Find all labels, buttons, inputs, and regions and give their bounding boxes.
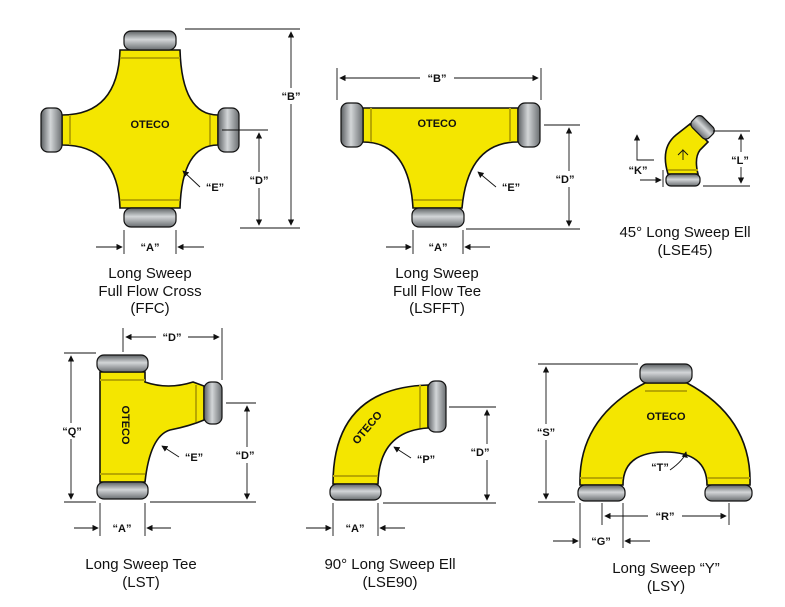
lst-brand-label: OTECO <box>119 405 131 445</box>
lse45-dim-k: “K” <box>629 165 648 177</box>
fitting-lst: OTECO “Q” “D” “D” “E” “A” Long Sweep Tee… <box>57 328 262 591</box>
lsfft-caption-line-2: Full Flow Tee <box>393 283 481 300</box>
lse45-end-bottom <box>665 173 701 187</box>
fitting-lsy: OTECO “S” “T” “R” “G” Long Sweep “Y” (LS… <box>531 363 753 595</box>
lst-dim-e: “E” <box>185 452 203 464</box>
lsfft-caption-line-3: (LSFFT) <box>409 300 465 317</box>
lse90-end-right <box>427 380 447 433</box>
lsfft-brand-label: OTECO <box>417 118 457 130</box>
lsy-dim-t: “T” <box>651 462 669 474</box>
ffc-end-left <box>40 107 63 153</box>
ffc-dim-e: “E” <box>206 182 224 194</box>
lsfft-dim-e: “E” <box>502 182 520 194</box>
lse90-caption-line-1: 90° Long Sweep Ell <box>324 556 455 573</box>
ffc-body <box>61 49 219 209</box>
lsfft-end-bottom <box>411 207 465 228</box>
lse45-caption-line-1: 45° Long Sweep Ell <box>619 224 750 241</box>
fitting-ffc: OTECO “B” “D” “E” “A” Long Sweep Full Fl… <box>40 28 307 317</box>
lsfft-dim-b: “B” <box>428 73 447 85</box>
lsy-caption-line-2: (LSY) <box>647 578 685 595</box>
lst-caption-line-2: (LST) <box>122 574 160 591</box>
lsy-caption-line-1: Long Sweep “Y” <box>612 560 720 577</box>
lse45-body <box>664 122 710 175</box>
lsy-brand-label: OTECO <box>646 411 686 423</box>
lsfft-dim-d: “D” <box>556 174 575 186</box>
lsy-end-left <box>577 484 626 502</box>
ffc-brand-label: OTECO <box>130 119 170 131</box>
fitting-lse45: “K” “L” 45° Long Sweep Ell (LSE45) <box>619 115 756 259</box>
lst-end-bottom <box>96 481 149 500</box>
lsy-end-right <box>704 484 753 502</box>
lse45-caption-line-2: (LSE45) <box>657 242 712 259</box>
ffc-end-bottom <box>123 207 177 228</box>
lse45-end-top <box>690 115 715 140</box>
lsy-dim-g: “G” <box>591 536 611 548</box>
ffc-end-top <box>123 30 177 51</box>
lsy-end-top <box>639 363 693 384</box>
lsfft-end-right <box>517 102 541 148</box>
lsfft-end-left <box>340 102 364 148</box>
lsy-dim-r: “R” <box>656 511 675 523</box>
fitting-lsfft: OTECO “B” “D” “E” “A” Long Sweep Full Fl… <box>336 68 584 317</box>
lst-dim-d: “D” <box>236 450 255 462</box>
lsfft-caption-line-1: Long Sweep <box>395 265 478 282</box>
ffc-dim-a: “A” <box>141 242 160 254</box>
lst-caption-line-1: Long Sweep Tee <box>85 556 196 573</box>
ffc-caption-line-2: Full Flow Cross <box>98 283 201 300</box>
lse90-dim-a: “A” <box>346 523 365 535</box>
ffc-dim-d: “D” <box>250 175 269 187</box>
lst-dim-d-top: “D” <box>163 332 182 344</box>
ffc-caption-line-1: Long Sweep <box>108 265 191 282</box>
ffc-caption-line-3: (FFC) <box>130 300 169 317</box>
lse90-end-bottom <box>329 483 382 501</box>
lsy-body <box>579 382 751 486</box>
lst-body <box>99 371 205 483</box>
lse90-dim-d: “D” <box>471 447 490 459</box>
fitting-lse90: OTECO “D” “P” “A” 90° Long Sweep Ell (LS… <box>306 380 502 591</box>
lsy-dim-s: “S” <box>537 427 555 439</box>
lsfft-body <box>362 107 519 209</box>
lsfft-dim-a: “A” <box>429 242 448 254</box>
lse90-body <box>332 384 429 485</box>
lst-dim-a: “A” <box>113 523 132 535</box>
lst-end-top <box>96 354 149 373</box>
lst-dim-q: “Q” <box>62 426 82 438</box>
lse45-dim-l: “L” <box>731 155 749 167</box>
ffc-dim-b: “B” <box>282 91 301 103</box>
lst-end-right <box>203 381 223 425</box>
lse90-caption-line-2: (LSE90) <box>362 574 417 591</box>
lse90-dim-p: “P” <box>417 454 435 466</box>
